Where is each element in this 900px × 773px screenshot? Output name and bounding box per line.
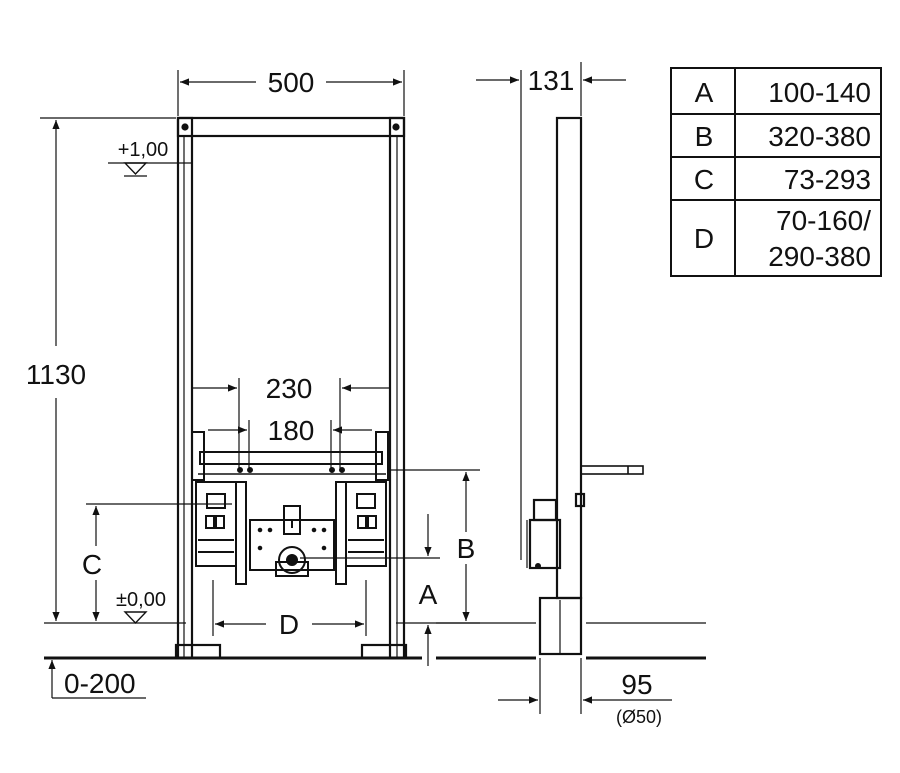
dimension-a-label: A [419, 579, 438, 610]
dimension-95-label: 95 [621, 669, 652, 700]
table-row: B 320-380 [695, 121, 871, 152]
dimension-500-label: 500 [268, 67, 315, 98]
table-value-c: 73-293 [784, 164, 871, 195]
side-view: 131 95 (Ø50) [436, 62, 706, 727]
table-value-b: 320-380 [768, 121, 871, 152]
table-value-d-line1: 70-160/ [776, 205, 871, 236]
level-zero-label: ±0,00 [116, 589, 166, 611]
dimension-1130: 1130 [26, 117, 176, 621]
frame-side-profile [526, 116, 586, 656]
dimension-131: 131 [476, 62, 626, 116]
table-key-b: B [695, 121, 714, 152]
dimension-d: D [212, 580, 367, 640]
table-key-a: A [695, 77, 714, 108]
table-key-d: D [694, 223, 714, 254]
dimension-95: 95 (Ø50) [498, 658, 672, 727]
level-top-label: +1,00 [118, 139, 169, 161]
drain-plate [249, 505, 335, 577]
front-view: 500 1130 +1,00 ±0,00 C [26, 67, 480, 699]
dimension-c-label: C [82, 549, 102, 580]
mounting-rail [191, 431, 389, 481]
fitting-bracket-left [195, 481, 247, 585]
dimension-230: 230 [192, 373, 390, 470]
table-row: D 70-160/ 290-380 [694, 205, 871, 272]
dimension-131-label: 131 [528, 65, 575, 96]
outlet-diameter-label: (Ø50) [616, 707, 662, 727]
fitting-bracket-right [335, 481, 387, 585]
dimension-180-label: 180 [268, 415, 315, 446]
table-value-a: 100-140 [768, 77, 871, 108]
table-row: A 100-140 [695, 77, 871, 108]
dimension-0-200-label: 0-200 [64, 668, 136, 699]
level-marker-top: +1,00 [108, 139, 192, 177]
dimension-c: C [82, 503, 232, 621]
dimension-500: 500 [177, 67, 405, 116]
dimension-0-200: 0-200 [48, 660, 146, 699]
frame-outline [174, 116, 408, 660]
table-key-c: C [694, 164, 714, 195]
dimension-d-label: D [279, 609, 299, 640]
dimension-a: A [300, 514, 440, 666]
dimension-b-label: B [457, 533, 476, 564]
dimension-b: B [388, 469, 480, 621]
level-marker-zero: ±0,00 [116, 589, 166, 625]
dimension-1130-label: 1130 [26, 359, 86, 390]
dimension-230-label: 230 [266, 373, 313, 404]
support-arm [580, 465, 644, 475]
table-row: C 73-293 [694, 164, 871, 195]
dimension-180: 180 [208, 415, 372, 470]
dimension-table: A 100-140 B 320-380 C 73-293 D 70-160/ 2… [670, 67, 882, 277]
table-value-d-line2: 290-380 [768, 241, 871, 272]
